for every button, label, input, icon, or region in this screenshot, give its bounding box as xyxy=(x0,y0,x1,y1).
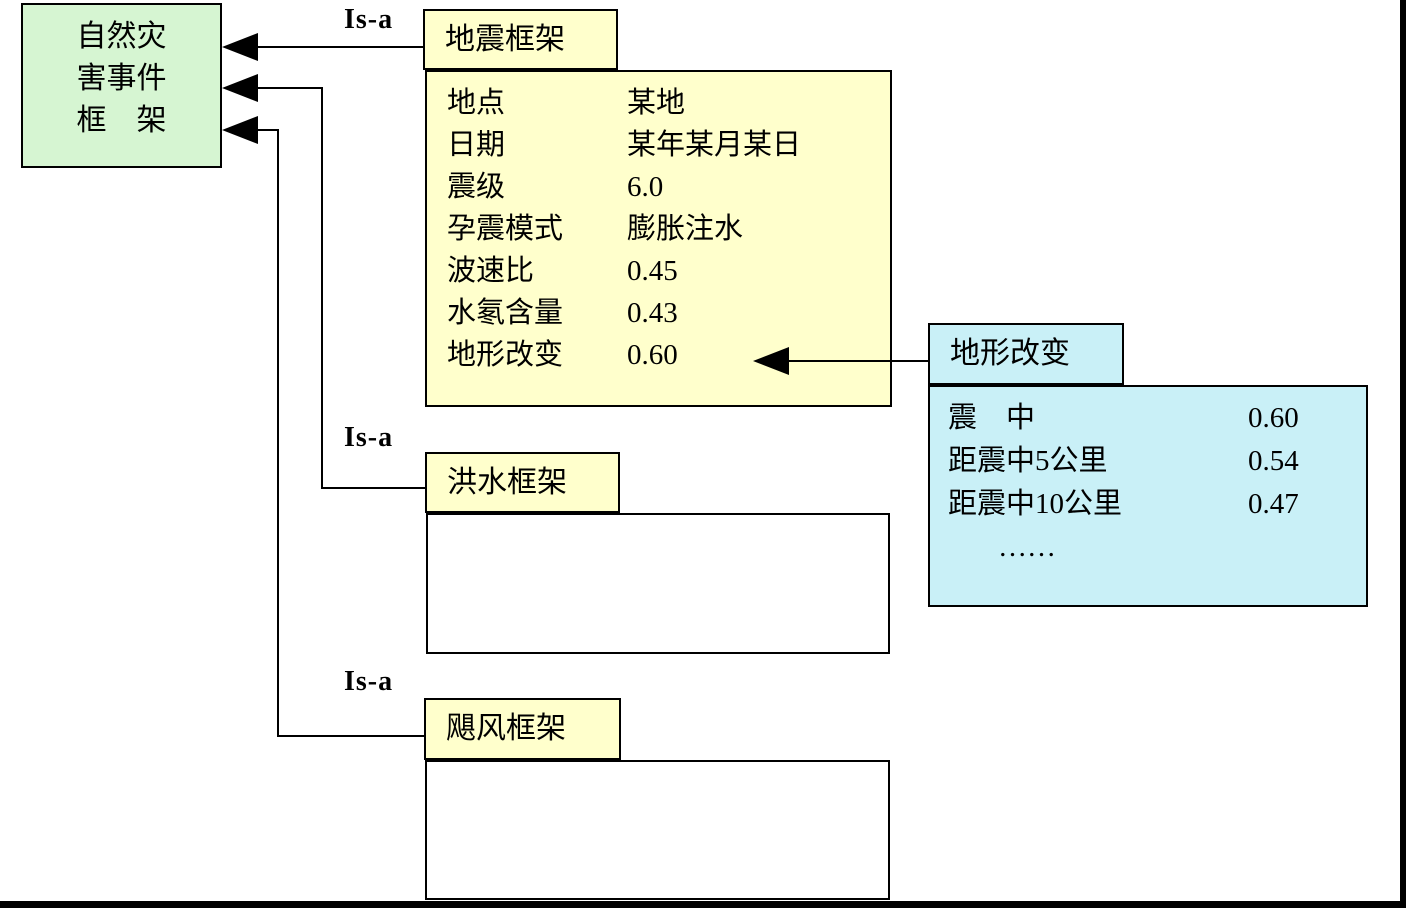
isa-label-flood: Is-a xyxy=(344,422,394,453)
slot-row: 震级 6.0 xyxy=(425,166,892,208)
slot-label: 孕震模式 xyxy=(447,213,564,245)
root-frame-title-line2: 害事件 xyxy=(76,62,167,95)
slot-value: 0.60 xyxy=(1248,402,1299,434)
slot-value: 0.43 xyxy=(627,297,678,329)
connector-flood-isa-h1 xyxy=(248,87,323,89)
terrain-frame-tab: 地形改变 xyxy=(928,323,1124,385)
slot-label: 距震中5公里 xyxy=(948,445,1108,477)
connector-hurricane-isa-h2 xyxy=(277,735,424,737)
hurricane-frame-tab: 飓风框架 xyxy=(424,698,621,760)
slot-value: 某年某月某日 xyxy=(627,129,802,161)
connector-hurricane-isa-h1 xyxy=(248,129,279,131)
slot-value: 0.54 xyxy=(1248,445,1299,477)
slot-label: 距震中10公里 xyxy=(948,488,1123,520)
connector-flood-isa-v xyxy=(321,87,323,489)
slot-value: 6.0 xyxy=(627,171,664,203)
connector-earthquake-isa xyxy=(248,46,423,48)
terrain-frame-title: 地形改变 xyxy=(950,337,1070,370)
root-frame-title: 自然灾 害事件 框 架 xyxy=(21,3,222,181)
page-right-border xyxy=(1400,0,1406,908)
slot-row: 水氡含量 0.43 xyxy=(425,292,892,334)
slot-label: 震 中 xyxy=(948,402,1036,434)
flood-frame-body xyxy=(426,513,890,654)
root-frame-title-line3: 框 架 xyxy=(76,104,167,137)
slot-row: 地点 某地 xyxy=(425,82,892,124)
earthquake-frame-tab: 地震框架 xyxy=(423,9,618,70)
terrain-frame-body xyxy=(928,385,1368,607)
connector-terrain-detail xyxy=(789,360,928,362)
slot-row: 日期 某年某月某日 xyxy=(425,124,892,166)
arrowhead-terrain-detail xyxy=(753,347,789,375)
slot-value: 0.47 xyxy=(1248,488,1299,520)
slot-row: 地形改变 0.60 xyxy=(425,334,892,376)
slot-value: 膨胀注水 xyxy=(627,213,744,245)
slot-row: 波速比 0.45 xyxy=(425,250,892,292)
slot-row: 孕震模式 膨胀注水 xyxy=(425,208,892,250)
slot-row: 距震中5公里 0.54 xyxy=(928,440,1368,483)
slot-label: 水氡含量 xyxy=(447,297,564,329)
isa-label-earthquake: Is-a xyxy=(344,4,394,35)
slot-value: 某地 xyxy=(627,87,686,119)
slot-label: 日期 xyxy=(447,129,506,161)
earthquake-frame-title: 地震框架 xyxy=(445,23,565,56)
slot-label: 地形改变 xyxy=(447,339,564,371)
earthquake-frame-body xyxy=(425,70,892,407)
hurricane-frame-body xyxy=(425,760,890,900)
root-frame-box xyxy=(21,3,222,168)
slot-label: 波速比 xyxy=(447,255,535,287)
slot-value: 0.60 xyxy=(627,339,678,371)
slot-row: 震 中 0.60 xyxy=(928,397,1368,440)
connector-flood-isa-h2 xyxy=(321,487,425,489)
page-bottom-border xyxy=(0,901,1406,908)
root-frame-title-line1: 自然灾 xyxy=(76,20,167,53)
slot-row: 距震中10公里 0.47 xyxy=(928,483,1368,526)
slot-label: 地点 xyxy=(447,87,506,119)
slot-row: …… xyxy=(928,526,1368,569)
flood-frame-title: 洪水框架 xyxy=(447,466,567,499)
terrain-frame-slots: 震 中 0.60 距震中5公里 0.54 距震中10公里 0.47 …… xyxy=(928,385,1368,569)
hurricane-frame-title: 飓风框架 xyxy=(446,712,566,745)
isa-label-hurricane: Is-a xyxy=(344,666,394,697)
slot-value: 0.45 xyxy=(627,255,678,287)
slot-ellipsis: …… xyxy=(998,531,1056,563)
flood-frame-tab: 洪水框架 xyxy=(425,452,620,513)
earthquake-frame-slots: 地点 某地 日期 某年某月某日 震级 6.0 孕震模式 膨胀注水 波速比 0.4… xyxy=(425,70,892,376)
connector-hurricane-isa-v xyxy=(277,129,279,737)
slot-label: 震级 xyxy=(447,171,506,203)
